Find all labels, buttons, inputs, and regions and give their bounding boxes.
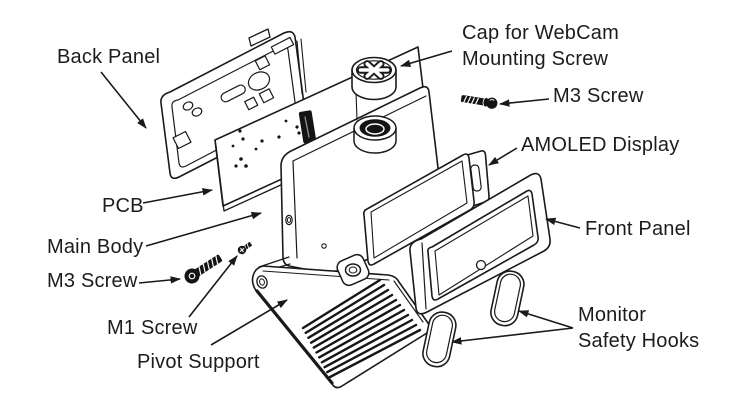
label-pcb: PCB	[102, 195, 144, 217]
front-panel-drawing	[410, 174, 550, 314]
pivot-support-drawing	[253, 257, 430, 388]
label-front-panel: Front Panel	[585, 218, 691, 240]
body-hinge-barrel	[335, 252, 371, 287]
leader-hook-left	[451, 327, 574, 345]
leader-m3-top	[499, 98, 550, 107]
leader-hook-right	[518, 310, 574, 329]
label-back-panel: Back Panel	[57, 46, 161, 68]
label-monitor-hooks-line1: Monitor	[578, 304, 647, 326]
pcb-components	[231, 119, 301, 168]
m3-screw-left-drawing	[184, 254, 223, 284]
label-m3-screw-left: M3 Screw	[47, 270, 138, 292]
leader-arrows	[100, 50, 581, 346]
label-cap-line2: Mounting Screw	[462, 48, 609, 70]
label-pivot-support: Pivot Support	[137, 351, 260, 373]
leader-back-panel	[100, 71, 147, 129]
leader-m3-left	[138, 276, 181, 284]
label-main-body: Main Body	[47, 236, 144, 258]
leader-pivot	[210, 299, 288, 346]
label-cap-line1: Cap for WebCam	[462, 22, 619, 44]
amoled-display-drawing	[364, 151, 489, 265]
leader-pcb	[142, 188, 213, 204]
webcam-mount-ring	[354, 116, 396, 153]
m1-screw-drawing	[237, 241, 253, 255]
label-m3-screw-top: M3 Screw	[553, 85, 644, 107]
label-amoled-display: AMOLED Display	[521, 134, 680, 156]
label-monitor-hooks-line2: Safety Hooks	[578, 330, 700, 352]
label-monitor-safety-hooks: Monitor Safety Hooks	[578, 302, 699, 354]
leader-cap	[400, 50, 453, 67]
webcam-cap-drawing	[352, 58, 396, 121]
label-cap: Cap for WebCam Mounting Screw	[462, 20, 619, 72]
label-m1-screw: M1 Screw	[107, 317, 198, 339]
pivot-ribs	[303, 280, 420, 377]
leader-m1	[188, 255, 238, 318]
safety-hook-right	[488, 269, 526, 328]
leader-main-body	[145, 212, 262, 247]
leader-amoled	[488, 147, 518, 166]
safety-hook-left	[420, 310, 458, 369]
back-panel-drawing	[161, 29, 306, 178]
m3-screw-top-drawing	[460, 95, 498, 109]
cap-star-grip	[361, 64, 388, 76]
leader-front-panel	[545, 217, 581, 229]
